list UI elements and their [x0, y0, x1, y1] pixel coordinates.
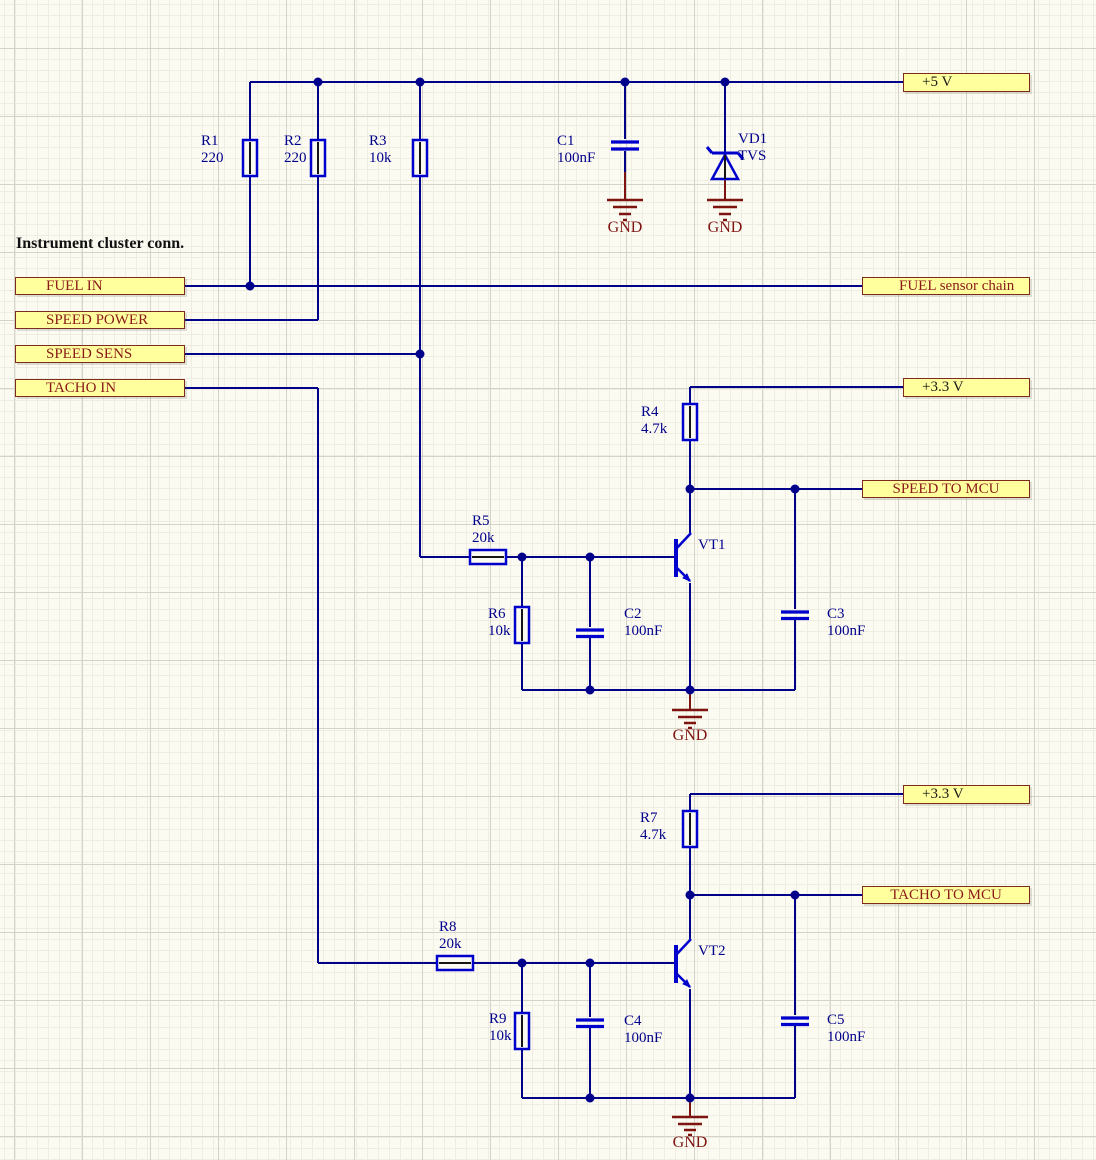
label-vt1: VT1 [698, 537, 726, 553]
ground-lead-wires[interactable] [624, 172, 726, 1117]
junction-dots[interactable] [245, 77, 800, 1103]
port-tacho-to-mcu[interactable]: TACHO TO MCU [862, 886, 1030, 904]
power-label-5v-text: +5 V [922, 74, 953, 90]
gnd-symbol-vd1[interactable] [707, 198, 743, 222]
power-label-33v-speed[interactable]: +3.3 V [903, 378, 1030, 397]
power-label-5v[interactable]: +5 V [903, 73, 1030, 92]
sheet-title: Instrument cluster conn. [16, 235, 185, 252]
resistor-r7[interactable] [681, 809, 699, 849]
capacitor-c3[interactable] [781, 610, 809, 621]
power-label-33v-tacho-text: +3.3 V [922, 786, 964, 802]
port-speed-to-mcu[interactable]: SPEED TO MCU [862, 480, 1030, 498]
port-tacho-in[interactable]: TACHO IN [15, 379, 185, 397]
capacitor-c4[interactable] [576, 1018, 604, 1029]
capacitor-c2[interactable] [576, 628, 604, 639]
port-fuel-in-text: FUEL IN [46, 278, 103, 294]
gnd-symbol-vt2[interactable] [672, 1115, 708, 1137]
wire-5v-rail[interactable] [249, 81, 903, 153]
capacitor-c1[interactable] [611, 140, 639, 151]
port-speed-sens-text: SPEED SENS [46, 346, 133, 362]
power-label-33v-tacho[interactable]: +3.3 V [903, 785, 1030, 804]
gnd-text-vd1: GND [707, 219, 743, 236]
port-fuel-sensor-chain-text: FUEL sensor chain [899, 278, 1015, 294]
resistor-r5[interactable] [468, 548, 508, 566]
transistor-vt1[interactable] [674, 532, 692, 582]
wires-left-ports[interactable] [185, 176, 862, 964]
gnd-text-c1: GND [607, 219, 643, 236]
port-speed-to-mcu-text: SPEED TO MCU [892, 481, 1000, 497]
resistor-r9[interactable] [513, 1011, 531, 1051]
label-vt2: VT2 [698, 943, 726, 959]
port-tacho-to-mcu-text: TACHO TO MCU [890, 887, 1002, 903]
port-fuel-in[interactable]: FUEL IN [15, 277, 185, 295]
port-tacho-in-text: TACHO IN [46, 380, 117, 396]
gnd-symbol-c1[interactable] [607, 198, 643, 222]
port-speed-power[interactable]: SPEED POWER [15, 311, 185, 329]
port-speed-sens[interactable]: SPEED SENS [15, 345, 185, 363]
power-label-33v-speed-text: +3.3 V [922, 379, 964, 395]
port-speed-power-text: SPEED POWER [46, 312, 149, 328]
port-fuel-sensor-chain[interactable]: FUEL sensor chain [862, 277, 1030, 295]
resistor-r8[interactable] [435, 954, 475, 972]
resistor-r4[interactable] [681, 402, 699, 442]
tvs-diode-vd1[interactable] [705, 146, 745, 181]
capacitor-c5[interactable] [781, 1016, 809, 1027]
transistor-vt2[interactable] [674, 938, 692, 988]
gnd-text-vt2: GND [672, 1134, 708, 1151]
gnd-symbol-vt1[interactable] [672, 708, 708, 730]
resistor-r1[interactable] [241, 138, 259, 178]
resistor-r6[interactable] [513, 605, 531, 645]
gnd-text-vt1: GND [672, 727, 708, 744]
resistor-r3[interactable] [411, 138, 429, 178]
resistor-r2[interactable] [309, 138, 327, 178]
